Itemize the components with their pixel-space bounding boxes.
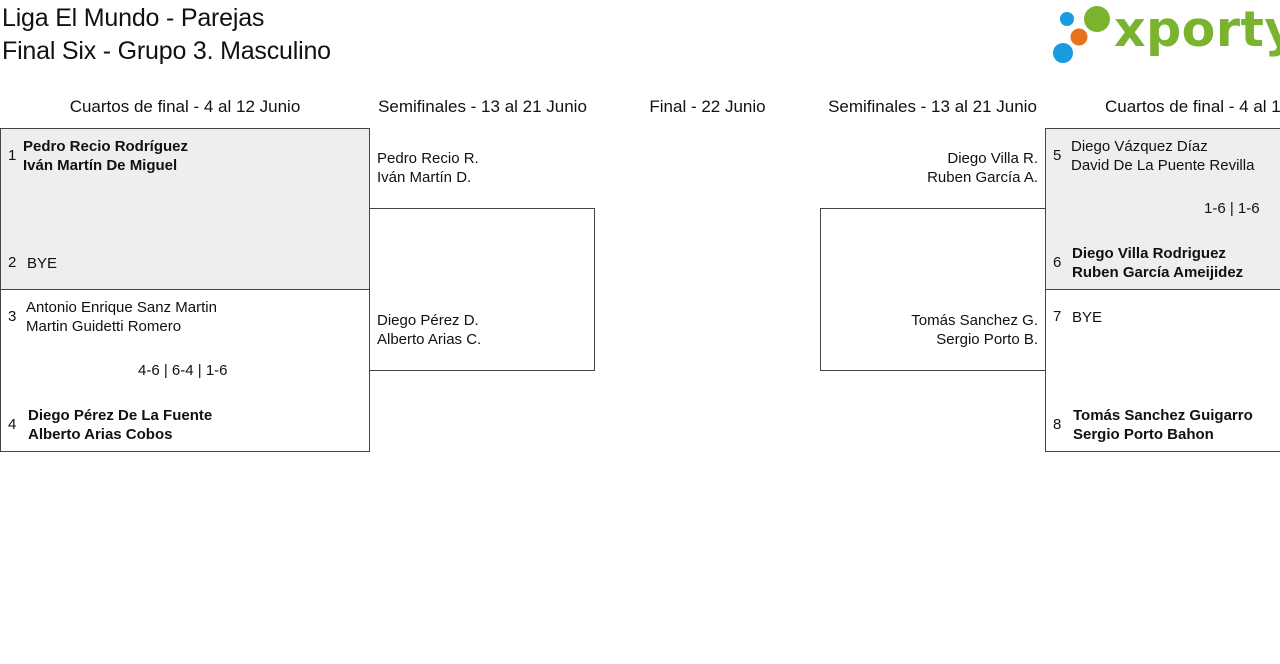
player-name: Alberto Arias Cobos [28,426,173,443]
left-quarter-match-2[interactable]: 3 Antonio Enrique Sanz Martin Martin Gui… [0,289,370,452]
player-name: BYE [27,255,58,272]
player-name: Martin Guidetti Romero [26,318,182,335]
player-name: Ruben García A. [927,169,1038,186]
right-semi-team-bottom[interactable]: Tomás Sanchez G. Sergio Porto B. [911,311,1038,349]
player-name: Iván Martín De Miguel [23,157,178,174]
player-name: BYE [1072,309,1103,326]
xporty-logo[interactable]: xporty [1052,1,1280,66]
seed-number: 1 [8,147,17,164]
team-names[interactable]: Antonio Enrique Sanz Martin Martin Guide… [26,298,217,336]
player-name: Sergio Porto B. [936,331,1038,348]
player-name: Iván Martín D. [377,169,472,186]
right-semi-match[interactable]: Tomás Sanchez G. Sergio Porto B. [820,208,1046,371]
player-name: Alberto Arias C. [377,331,482,348]
right-quarter-match-2[interactable]: 7 BYE 8 Tomás Sanchez Guigarro Sergio Po… [1045,289,1280,452]
player-name: Tomás Sanchez G. [911,312,1038,329]
player-name: David De La Puente Revilla [1071,157,1255,174]
seed-number: 6 [1053,254,1062,271]
round-header-left-semis: Semifinales - 13 al 21 Junio [378,97,587,116]
seed-number: 8 [1053,416,1062,433]
round-header-right-quarters: Cuartos de final - 4 al 12 Junio [1105,97,1280,116]
player-name: Diego Vázquez Díaz [1071,138,1208,155]
right-semi-team-top[interactable]: Diego Villa R. Ruben García A. [927,149,1038,187]
seed-number: 7 [1053,308,1062,325]
round-header-right-semis: Semifinales - 13 al 21 Junio [828,97,1037,116]
player-name: Diego Pérez D. [377,312,479,329]
player-name: Antonio Enrique Sanz Martin [26,299,217,316]
player-name: Ruben García Ameijidez [1072,264,1244,281]
player-name: Pedro Recio Rodríguez [23,138,189,155]
seed-number: 4 [8,416,17,433]
team-names[interactable]: BYE [27,254,57,273]
seed-number: 3 [8,308,17,325]
team-names[interactable]: Diego Villa Rodriguez Ruben García Ameij… [1072,244,1243,282]
left-semi-team-top[interactable]: Pedro Recio R. Iván Martín D. [377,149,479,187]
match-score: 4-6 | 6-4 | 1-6 [138,362,228,379]
team-names[interactable]: Diego Vázquez Díaz David De La Puente Re… [1071,137,1254,175]
left-quarter-match-1[interactable]: 1 Pedro Recio Rodríguez Iván Martín De M… [0,128,370,290]
seed-number: 5 [1053,147,1062,164]
logo-wordmark: xporty [1114,1,1280,58]
player-name: Diego Pérez De La Fuente [28,407,213,424]
team-names[interactable]: Tomás Sanchez Guigarro Sergio Porto Baho… [1073,406,1253,444]
left-semi-team-bottom[interactable]: Diego Pérez D. Alberto Arias C. [377,311,481,349]
group-title: Final Six - Grupo 3. Masculino [2,37,331,65]
left-semi-match[interactable]: Diego Pérez D. Alberto Arias C. [369,208,595,371]
player-name: Diego Villa Rodriguez [1072,245,1226,262]
player-name: Tomás Sanchez Guigarro [1073,407,1253,424]
round-header-left-quarters: Cuartos de final - 4 al 12 Junio [69,97,301,116]
right-quarter-match-1[interactable]: 5 Diego Vázquez Díaz David De La Puente … [1045,128,1280,290]
player-name: Sergio Porto Bahon [1073,426,1214,443]
logo-dots-icon [1053,6,1110,63]
round-header-final: Final - 22 Junio [649,97,766,116]
team-names[interactable]: Diego Pérez De La Fuente Alberto Arias C… [28,406,212,444]
team-names[interactable]: Pedro Recio Rodríguez Iván Martín De Mig… [23,137,188,175]
match-score: 1-6 | 1-6 [1204,200,1260,217]
league-title: Liga El Mundo - Parejas [2,4,265,32]
player-name: Diego Villa R. [947,150,1038,167]
player-name: Pedro Recio R. [377,150,479,167]
page-title: Liga El Mundo - Parejas Final Six - Grup… [2,2,331,68]
seed-number: 2 [8,254,17,271]
team-names[interactable]: BYE [1072,308,1102,327]
